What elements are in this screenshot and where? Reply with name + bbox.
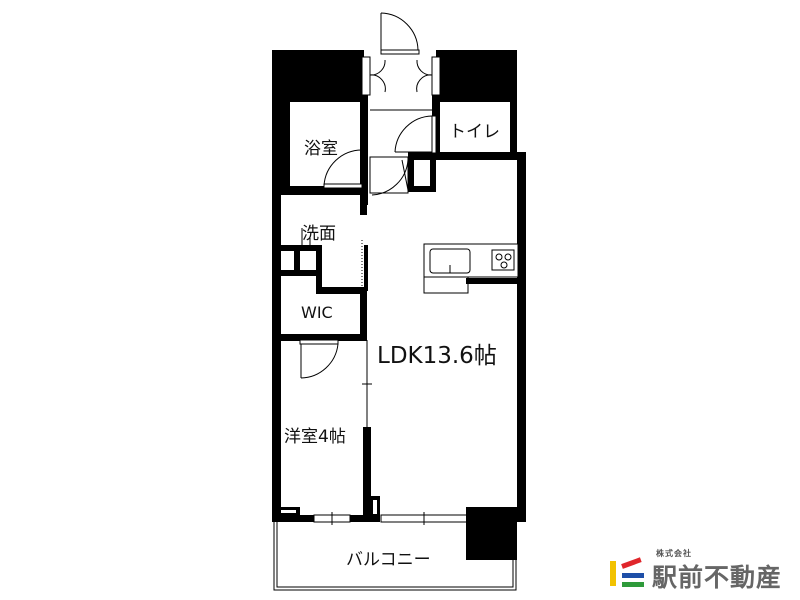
logo-bar-green [622,582,644,587]
kitchen-counter [423,243,519,294]
logo-company-type: 株式会社 [656,549,692,558]
room-label-ldk: LDK13.6帖 [377,343,497,369]
room-label-washroom: 洗面 [302,224,336,244]
logo-bar-red [621,557,642,569]
room-label-wic: WIC [301,303,333,322]
pipe-shaft-left [272,50,364,102]
room-label-bath: 浴室 [304,139,338,159]
room-label-balcony: バルコニー [346,550,431,570]
room-label-toilet: トイレ [449,122,500,142]
logo-bar-blue [622,573,644,578]
entrance-cabinets [361,56,441,111]
room-label-western-room: 洋室4帖 [284,427,346,447]
company-logo: 株式会社 駅前不動産 [606,548,796,592]
pillar [466,507,517,560]
entrance-door [380,12,420,55]
logo-bar-yellow [610,561,616,586]
balcony-outline [273,522,517,591]
pipe-shaft-right [436,50,517,102]
logo-company-name: 駅前不動産 [652,563,783,592]
